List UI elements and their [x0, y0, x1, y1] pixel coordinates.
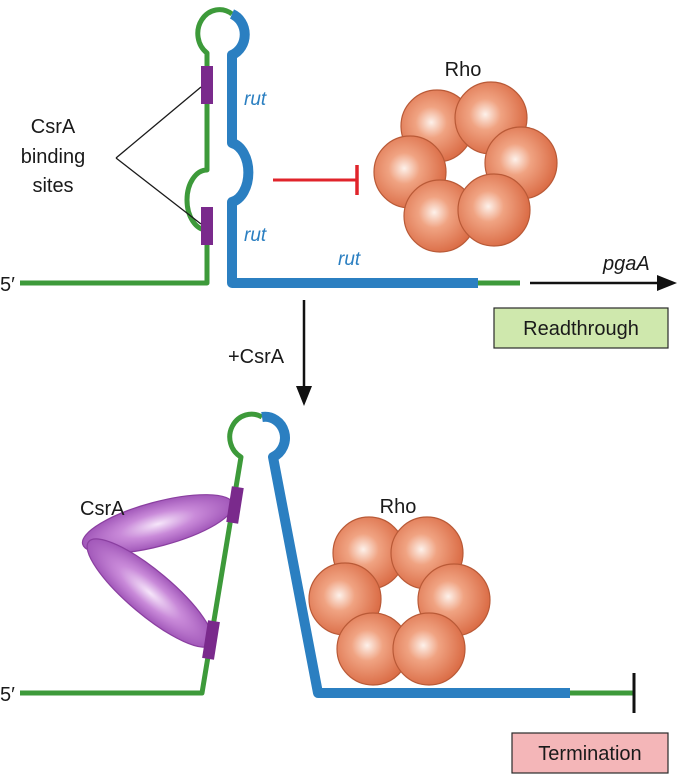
readthrough-arrow	[530, 275, 677, 291]
rna-leader-strand	[20, 7, 234, 286]
rut-label: rut	[244, 225, 267, 246]
inhibition-arrow	[273, 165, 359, 195]
rna-leader-strand	[20, 411, 264, 696]
csra-binding-site	[202, 620, 220, 660]
top-panel: Readthrough CsrA binding sites rut rut r…	[0, 7, 677, 349]
readthrough-box	[493, 307, 669, 349]
rho-hexamer	[373, 81, 558, 253]
rut-label: rut	[338, 249, 361, 270]
plus-csra-label: +CsrA	[228, 346, 285, 368]
csra-binding-site	[226, 486, 244, 524]
csra-binding-site	[201, 66, 213, 104]
rho-label: Rho	[380, 496, 417, 518]
rut-region	[227, 9, 478, 288]
binding-site-pointer	[115, 157, 202, 225]
csra-protein	[81, 494, 235, 648]
five-prime-label: 5′	[0, 684, 15, 706]
binding-site-pointer	[115, 86, 202, 159]
csra-addition-arrow	[296, 300, 312, 406]
five-prime-label: 5′	[0, 274, 15, 296]
rho-hexamer	[308, 516, 491, 686]
csra-binding-sites-label: CsrA	[31, 116, 76, 138]
bottom-panel: Termination CsrA Rho 5′	[0, 411, 669, 774]
csra-label: CsrA	[80, 498, 125, 520]
rut-region	[261, 411, 570, 698]
termination-label: Termination	[538, 743, 641, 765]
termination-box	[511, 732, 669, 774]
rut-label: rut	[244, 89, 267, 110]
csra-binding-site	[201, 207, 213, 245]
csra-binding-sites-label: sites	[32, 175, 73, 197]
rho-label: Rho	[445, 59, 482, 81]
pgaA-label: pgaA	[602, 253, 650, 275]
csra-binding-sites-label: binding	[21, 146, 86, 168]
readthrough-label: Readthrough	[523, 318, 639, 340]
